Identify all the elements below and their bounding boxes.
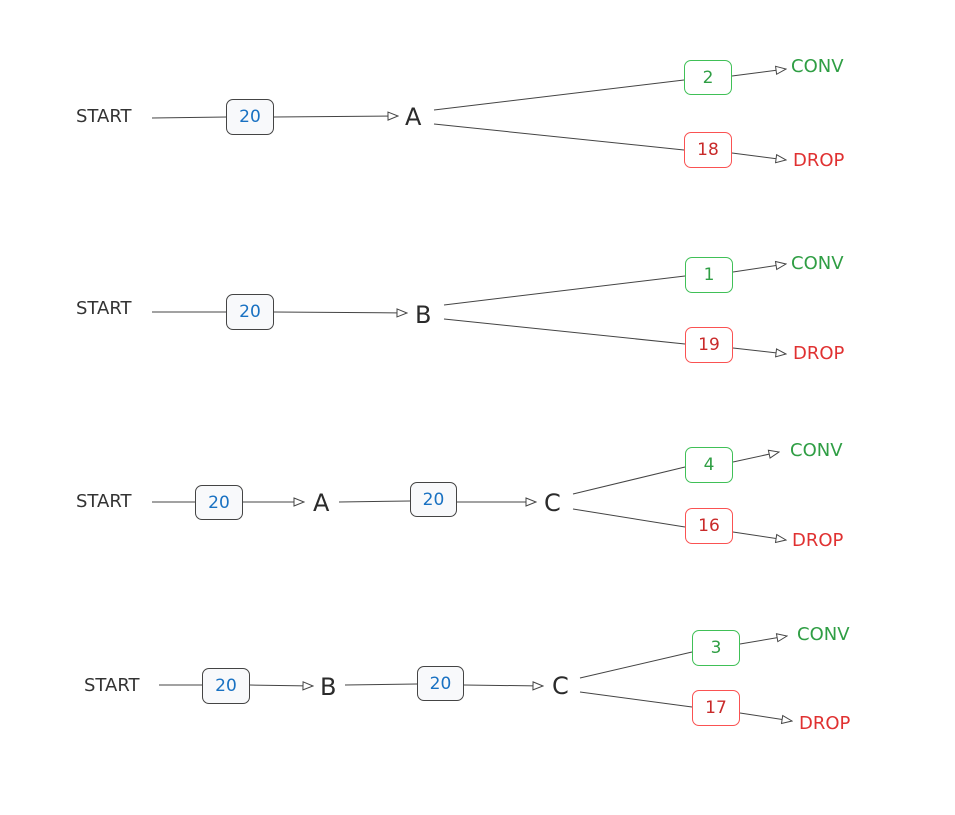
flow-1-drop-count-box: 18 bbox=[684, 132, 732, 168]
flow-4-edge-node-conv bbox=[579, 651, 693, 679]
flow-1-conv-label: CONV bbox=[791, 56, 844, 77]
flow-2-conv-count-box: 1 bbox=[685, 257, 733, 293]
flow-4-start-label: START bbox=[84, 675, 140, 696]
flow-4-edge-to-node-2 bbox=[463, 685, 543, 686]
flow-3-edge-drop-label bbox=[732, 531, 786, 540]
flow-3-connectors bbox=[152, 452, 786, 540]
flow-4-edge-conv-label bbox=[739, 636, 787, 645]
flow-1-edge-to-node bbox=[273, 116, 398, 117]
flow-1-edge-conv-label bbox=[731, 69, 786, 77]
flow-2-drop-label: DROP bbox=[793, 343, 845, 364]
flow-3-start-label: START bbox=[76, 491, 132, 512]
flow-2-edge-conv-label bbox=[732, 264, 786, 273]
flow-3-node-2: C bbox=[544, 489, 561, 517]
flow-4-drop-label: DROP bbox=[799, 713, 851, 734]
flow-4-edge-to-node-1 bbox=[249, 685, 313, 686]
flow-1-edge-drop-label bbox=[731, 152, 786, 160]
flow-2-edge-node-drop bbox=[443, 318, 686, 345]
flow-3-drop-label: DROP bbox=[792, 530, 844, 551]
flow-4-conv-label: CONV bbox=[797, 624, 850, 645]
flow-1-start-label: START bbox=[76, 106, 132, 127]
flow-4-conv-count-box: 3 bbox=[692, 630, 740, 666]
flow-1-node: A bbox=[405, 103, 422, 131]
flow-2-edge-node-conv bbox=[443, 275, 686, 306]
flow-2-conv-label: CONV bbox=[791, 253, 844, 274]
flow-4-connectors bbox=[159, 636, 792, 721]
flow-1-drop-label: DROP bbox=[793, 150, 845, 171]
flow-1-edge-node-drop bbox=[433, 123, 685, 151]
flow-4-count-box-1: 20 bbox=[202, 668, 250, 704]
flow-1-connectors bbox=[151, 69, 786, 160]
flow-2-edge-drop-label bbox=[732, 347, 786, 354]
flow-4-node-2: C bbox=[552, 672, 569, 700]
flow-3-count-box-2: 20 bbox=[410, 482, 457, 517]
flow-3-drop-count-box: 16 bbox=[685, 508, 733, 544]
flow-3-edge-node-1-count bbox=[338, 500, 411, 503]
flow-4-count-box-2: 20 bbox=[417, 666, 464, 701]
flow-3-conv-count-box: 4 bbox=[685, 447, 733, 483]
flow-1-edge-node-conv bbox=[433, 79, 685, 111]
flow-1-conv-count-box: 2 bbox=[684, 60, 732, 95]
flow-3-edge-conv-label bbox=[732, 452, 779, 463]
flow-2-node: B bbox=[415, 301, 432, 329]
flow-4-edge-node-1-count bbox=[344, 683, 418, 686]
flow-2-drop-count-box: 19 bbox=[685, 327, 733, 363]
flow-3-edge-node-drop bbox=[572, 508, 686, 528]
flow-4-edge-node-drop bbox=[579, 691, 693, 708]
flow-1-edge-start bbox=[151, 116, 228, 119]
flow-4-edge-drop-label bbox=[739, 712, 792, 721]
flow-3-node-1: A bbox=[313, 489, 330, 517]
flow-2-connectors bbox=[152, 264, 786, 354]
flow-3-conv-label: CONV bbox=[790, 440, 843, 461]
flow-2-start-label: START bbox=[76, 298, 132, 319]
flow-4-node-1: B bbox=[320, 673, 337, 701]
flow-2-count-box: 20 bbox=[226, 294, 274, 330]
flow-4-drop-count-box: 17 bbox=[692, 690, 740, 726]
flow-1-count-box: 20 bbox=[226, 99, 274, 135]
flow-3-edge-node-conv bbox=[572, 466, 686, 495]
flow-2-edge-to-node bbox=[273, 312, 407, 313]
flow-3-count-box-1: 20 bbox=[195, 485, 243, 520]
